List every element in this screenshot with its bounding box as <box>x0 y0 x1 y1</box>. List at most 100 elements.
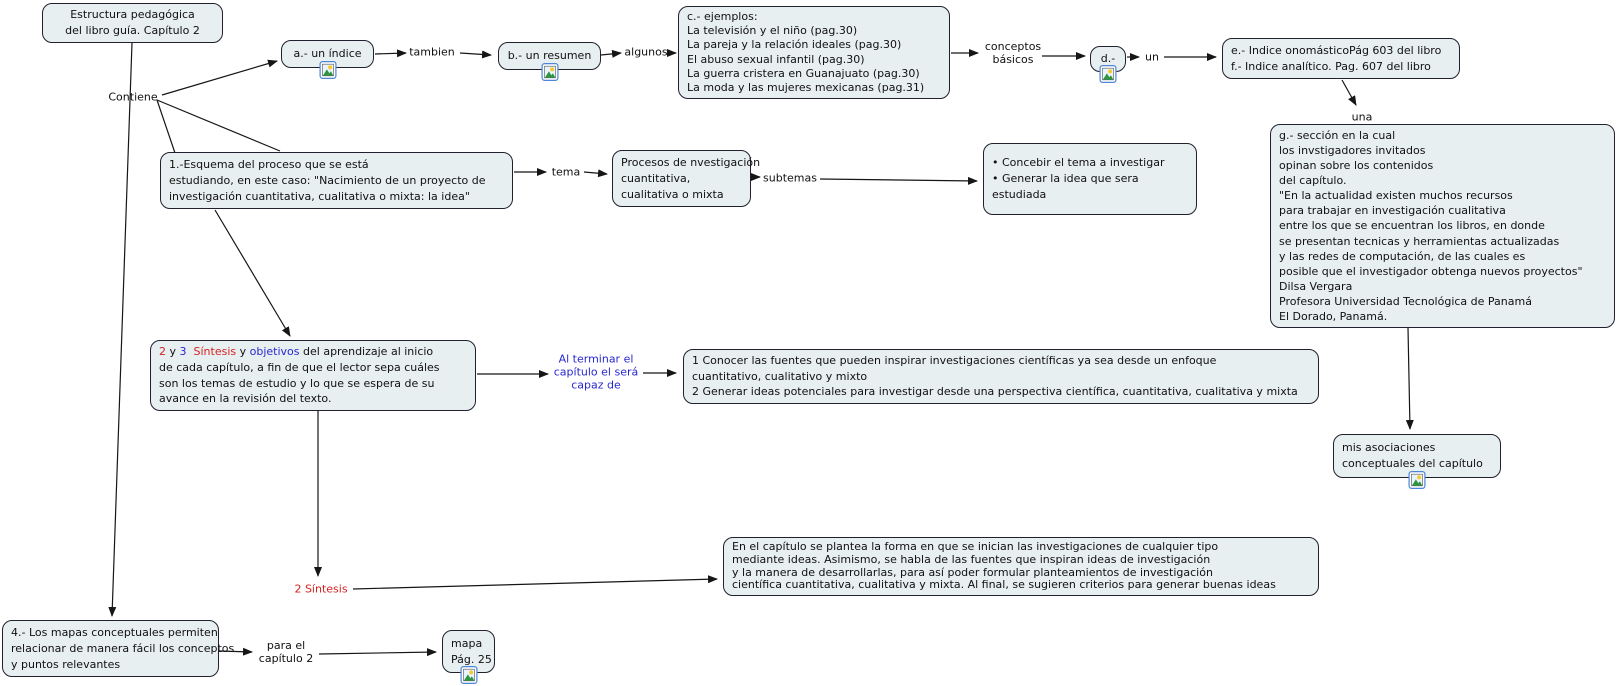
node-text-line: c.- ejemplos: <box>687 9 758 23</box>
linking-phrase-line: para el <box>266 639 306 652</box>
linking-phrase-line: algunos <box>624 45 668 59</box>
linking-phrase-line: capaz de <box>571 378 621 392</box>
linking-phrase-tema[interactable]: tema <box>552 166 581 179</box>
connector-line <box>214 209 291 337</box>
node-text-line: La moda y las mujeres mexicanas (pag.31) <box>687 80 925 94</box>
connector-line <box>161 59 278 96</box>
connector-line <box>1341 79 1357 106</box>
node-text-line: El Dorado, Panamá. <box>1279 309 1388 323</box>
linking-phrase-un[interactable]: un <box>1145 51 1159 64</box>
linking-phrase-line: conceptos <box>984 40 1042 53</box>
linking-phrase-una[interactable]: una <box>1352 111 1373 124</box>
node-text-line: La pareja y la relación ideales (pag.30) <box>687 38 902 52</box>
linking-phrase-line: Al terminar el <box>558 352 634 366</box>
connector-line <box>1405 327 1414 430</box>
node-text-segment: del aprendizaje al inicio <box>299 345 434 358</box>
linking-phrase-line: capítulo 2 <box>258 652 314 665</box>
connector-line <box>459 50 492 59</box>
node-text-line: del capítulo. <box>1279 174 1347 188</box>
linking-phrase-line: básicos <box>992 53 1034 66</box>
connector-line <box>156 99 281 152</box>
concept-node-resumen[interactable]: b.- un resumen <box>498 42 601 81</box>
node-text-line: los invstigadores invitados <box>1279 144 1426 158</box>
concept-node-esquema[interactable]: 1.-Esquema del proceso que se está estudi… <box>160 152 513 209</box>
concept-node-mapas-conceptuales[interactable]: 4.- Los mapas conceptuales permiten relac… <box>2 620 235 677</box>
connector-line <box>819 176 978 185</box>
concept-node-objetivos-capitulo[interactable]: 1 Conocer las fuentes que pueden inspira… <box>683 349 1319 404</box>
node-text-line: 2 y 3 Síntesis y objetivos del aprendiza… <box>159 344 467 360</box>
concept-node-subtemas-lista[interactable]: • Concebir el tema a investigar• Generar… <box>983 143 1197 215</box>
node-text-line: mediante ideas. Asimismo, se habla de la… <box>732 552 1211 566</box>
linking-phrase-tambien[interactable]: tambien <box>409 46 455 59</box>
node-text-line: opinan sobre los contenidos <box>1279 159 1434 173</box>
node-text-line: Dilsa Vergara <box>1279 279 1353 293</box>
image-resource-icon[interactable] <box>541 63 559 81</box>
node-text-line: Estructura pedagógica <box>70 8 195 21</box>
linking-phrase-algunos[interactable]: algunos <box>624 46 667 59</box>
linking-phrase-line: una <box>1351 110 1373 124</box>
node-text-line: estudiando, en este caso: "Nacimiento de… <box>169 173 486 187</box>
connector-line <box>600 49 622 58</box>
image-resource-icon[interactable] <box>319 61 337 79</box>
node-text-line: 4.- Los mapas conceptuales permiten <box>11 625 218 639</box>
image-resource-icon[interactable] <box>460 666 478 684</box>
linking-phrase-subtemas[interactable]: subtemas <box>763 172 817 185</box>
node-text-line: El abuso sexual infantil (pag.30) <box>687 52 865 66</box>
concept-node-sintesis-objetivos[interactable]: 2 y 3 Síntesis y objetivos del aprendiza… <box>150 340 476 411</box>
node-text-line: 1.-Esquema del proceso que se está <box>169 157 369 171</box>
node-text-line: entre los que se encuentran los libros, … <box>1279 219 1545 233</box>
node-text-segment: 3 <box>179 345 187 358</box>
node-text-line: científica cuantitativa, cualitativa y m… <box>732 578 1276 592</box>
node-text-line: cuantitativo, cualitativo y mixto <box>692 369 868 383</box>
node-text-line: La guerra cristera en Guanajuato (pag.30… <box>687 66 920 80</box>
connector-line <box>374 49 407 58</box>
node-text-line: cuantitativa, <box>621 171 691 185</box>
image-resource-icon[interactable] <box>1408 471 1426 489</box>
node-text-segment: Síntesis <box>193 345 237 358</box>
node-text-line: y puntos relevantes <box>11 657 121 671</box>
concept-node-indice[interactable]: a.- un índice <box>281 40 374 79</box>
node-text-line: En el capítulo se plantea la forma en qu… <box>732 540 1219 553</box>
linking-phrase-line: subtemas <box>763 171 817 185</box>
node-text-line: 2 Generar ideas potenciales para investi… <box>692 385 1298 399</box>
linking-phrase-dos-sintesis[interactable]: 2 Síntesis <box>294 583 347 596</box>
node-text-line: f.- Indice analítico. Pag. 607 del libro <box>1231 59 1431 73</box>
node-text-segment: objetivos <box>249 345 300 358</box>
node-text-line: se presentan tecnicas y herramientas act… <box>1279 234 1560 248</box>
linking-phrase-contiene[interactable]: Contiene <box>108 91 157 104</box>
connector-line <box>108 42 133 617</box>
concept-node-estructura[interactable]: Estructura pedagógica del libro guía. Cap… <box>42 3 223 43</box>
node-text-line: mapa <box>451 636 483 650</box>
connector-line <box>352 575 718 590</box>
node-text-segment: y <box>236 345 250 358</box>
node-text-line: investigación cuantitativa, cualitativa … <box>169 189 470 203</box>
node-text-line: del libro guía. Capítulo 2 <box>65 24 200 37</box>
node-text-line: posible que el investigador obtenga nuev… <box>1279 264 1583 278</box>
connector-line <box>156 99 176 154</box>
concept-node-sintesis-texto[interactable]: En el capítulo se plantea la forma en qu… <box>723 537 1319 596</box>
image-resource-icon[interactable] <box>1099 65 1117 83</box>
linking-phrase-line: capítulo el será <box>553 365 639 379</box>
node-text-segment: 2 <box>159 345 166 358</box>
node-text-line: relacionar de manera fácil los conceptos <box>11 641 235 655</box>
concept-node-d[interactable]: d.- <box>1090 46 1126 83</box>
node-text-line: para trabajar en investigación cualitati… <box>1279 204 1506 218</box>
node-text-line: b.- un resumen <box>507 49 592 62</box>
linking-phrase-line: 2 Síntesis <box>294 582 348 596</box>
linking-phrase-line: tema <box>551 165 581 179</box>
node-text-line: avance en la revisión del texto. <box>159 392 332 406</box>
connector-line <box>318 648 437 657</box>
concept-node-ejemplos[interactable]: c.- ejemplos:La televisión y el niño (pa… <box>678 6 950 99</box>
node-text-line: a.- un índice <box>293 47 362 60</box>
node-text-line: y la manera de desarrollarlas, para así … <box>732 565 1213 579</box>
linking-phrase-line: tambien <box>409 45 455 59</box>
